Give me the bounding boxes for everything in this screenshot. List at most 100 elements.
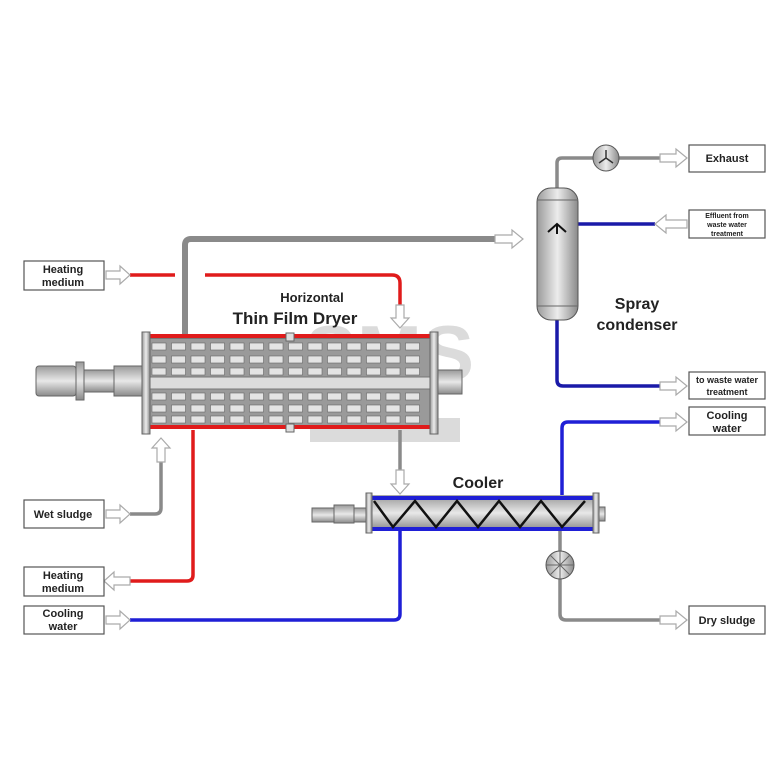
rotor-paddle	[385, 367, 401, 376]
exhaust-pipe	[555, 156, 660, 190]
dryer-shaft-end	[437, 369, 463, 395]
svg-text:medium: medium	[42, 277, 84, 289]
svg-text:Cooling: Cooling	[43, 608, 84, 620]
rotor-paddle	[249, 404, 264, 413]
arrow-right-waste-water	[659, 375, 688, 397]
dryer-motor	[35, 365, 77, 397]
rotary-valve-icon	[545, 550, 575, 580]
rotor-paddle	[366, 342, 381, 351]
rotor-paddle	[346, 367, 362, 376]
rotor-paddle	[366, 404, 381, 413]
rotor-paddle	[249, 367, 264, 376]
rotor-paddle	[268, 392, 284, 401]
rotor-paddle	[327, 342, 342, 351]
rotor-paddle	[405, 355, 420, 364]
rotor-paddle	[171, 392, 186, 401]
label-exhaust: Exhaust	[688, 144, 766, 173]
rotor-paddle	[405, 367, 420, 376]
rotor-paddle	[366, 355, 381, 364]
rotor-paddle	[288, 367, 303, 376]
label-wet-sludge: Wet sludge	[23, 499, 105, 529]
rotor-paddle	[171, 355, 186, 364]
arrow-right-dry-sludge	[659, 609, 688, 631]
rotor-paddle	[288, 415, 303, 424]
rotor-paddle	[366, 367, 381, 376]
arrow-down-cooler-feed	[389, 469, 411, 495]
rotor-paddle	[190, 392, 206, 401]
rotor-paddle	[151, 355, 167, 364]
arrow-up-wet-sludge	[150, 437, 172, 463]
spray-condenser	[536, 187, 579, 321]
rotor-paddle	[171, 404, 186, 413]
arrow-right-exhaust	[659, 147, 688, 169]
rotor-paddle	[405, 404, 420, 413]
rotor-paddle	[307, 367, 323, 376]
condenser-title-line1: Spray	[615, 296, 660, 313]
rotor-paddle	[385, 415, 401, 424]
rotor-paddle	[288, 392, 303, 401]
svg-text:Heating: Heating	[43, 570, 83, 582]
rotor-paddle	[366, 415, 381, 424]
rotor-paddle	[327, 355, 342, 364]
rotor-paddle	[151, 367, 167, 376]
thin-film-dryer	[35, 331, 463, 435]
rotor-paddle	[405, 415, 420, 424]
rotor-paddle	[385, 342, 401, 351]
arrow-right-heating-in	[105, 264, 131, 286]
rotor-paddle	[171, 367, 186, 376]
rotor-paddle	[327, 392, 342, 401]
label-to-waste-water: to waste water treatment	[688, 371, 766, 400]
cooler-title: Cooler	[453, 475, 504, 492]
arrow-right-vapor	[494, 228, 524, 250]
svg-text:Heating: Heating	[43, 264, 83, 276]
svg-text:Effluent from: Effluent from	[705, 213, 749, 220]
svg-text:waste water: waste water	[706, 222, 747, 229]
rotor-paddle	[327, 404, 342, 413]
rotor-paddle	[307, 415, 323, 424]
rotor-paddle	[151, 392, 167, 401]
label-cooling-water-right: Cooling water	[688, 406, 766, 436]
rotor-paddle	[327, 367, 342, 376]
rotor-paddle	[190, 367, 206, 376]
rotor-paddle	[307, 404, 323, 413]
rotor-paddle	[171, 415, 186, 424]
svg-text:Exhaust: Exhaust	[706, 153, 749, 165]
heating-medium-outlet-pipe	[130, 430, 195, 583]
rotor-paddle	[405, 392, 420, 401]
exhaust-fan-icon	[592, 144, 620, 172]
svg-text:water: water	[712, 423, 742, 435]
arrow-right-cooling-in	[105, 609, 131, 631]
rotor-paddle	[210, 367, 225, 376]
rotor-paddle	[229, 404, 245, 413]
rotor-paddle	[249, 415, 264, 424]
rotor-paddle	[249, 355, 264, 364]
svg-text:medium: medium	[42, 583, 84, 595]
rotor-paddle	[346, 404, 362, 413]
rotor-paddle	[190, 404, 206, 413]
rotor-paddle	[346, 392, 362, 401]
rotor-paddle	[268, 404, 284, 413]
rotor-paddle	[385, 392, 401, 401]
svg-text:Dry sludge: Dry sludge	[699, 615, 756, 627]
svg-text:Cooling: Cooling	[707, 410, 748, 422]
svg-text:water: water	[48, 621, 78, 633]
rotor-paddle	[210, 355, 225, 364]
screw-cooler	[311, 492, 606, 534]
svg-text:treatment: treatment	[711, 231, 744, 238]
rotor-paddle	[229, 367, 245, 376]
rotor-paddle	[268, 355, 284, 364]
svg-text:Wet sludge: Wet sludge	[34, 509, 92, 521]
rotor-paddle	[249, 392, 264, 401]
rotor-paddle	[171, 342, 186, 351]
arrow-left-heating-out	[103, 570, 131, 592]
label-dry-sludge: Dry sludge	[688, 605, 766, 635]
rotor-paddle	[268, 367, 284, 376]
rotor-paddle	[307, 342, 323, 351]
rotor-paddle	[229, 415, 245, 424]
rotor-paddle	[210, 404, 225, 413]
rotor-paddle	[327, 415, 342, 424]
waste-water-outlet-pipe	[555, 318, 660, 388]
screw-conveyor-icon	[372, 499, 586, 530]
rotor-paddle	[385, 355, 401, 364]
